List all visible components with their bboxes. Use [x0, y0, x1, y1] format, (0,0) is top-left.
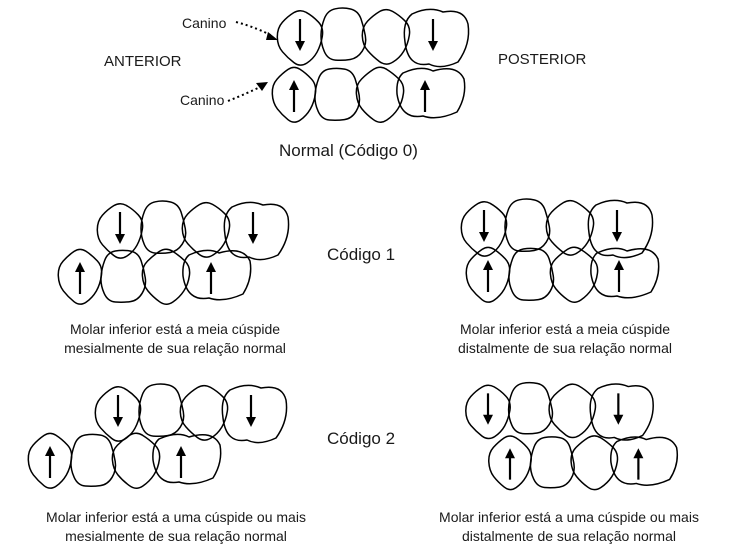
tooth: [179, 384, 229, 441]
code-2-distal-caption: Molar inferior está a uma cúspide ou mai…: [400, 508, 738, 546]
arrow-head: [75, 262, 85, 272]
lower-molar: [590, 247, 660, 299]
arrow-head: [505, 448, 515, 459]
upper-molar: [403, 8, 470, 68]
canine-label-lower: Canino: [180, 92, 225, 108]
tooth: [181, 201, 231, 258]
arrow-head: [248, 234, 258, 244]
tooth: [549, 246, 599, 303]
tooth: [314, 67, 361, 121]
tooth: [320, 7, 367, 62]
tooth: [276, 9, 324, 66]
code-1-distal-caption: Molar inferior está a meia cúspide dista…: [400, 320, 730, 358]
arrow-head: [614, 260, 624, 270]
lower-molar: [182, 249, 252, 301]
caption-line: distalmente de sua relação normal: [457, 340, 672, 356]
tooth: [141, 248, 191, 305]
lower-molar: [396, 67, 466, 119]
tooth: [465, 384, 511, 440]
tooth: [361, 8, 411, 65]
tooth: [507, 381, 554, 435]
upper-molar: [223, 201, 290, 261]
canine-pointer-lower-head: [256, 82, 268, 91]
code-1-label: Código 1: [327, 245, 396, 264]
tooth: [111, 432, 161, 489]
tooth: [508, 247, 555, 301]
caption-line: Molar inferior está a meia cúspide: [459, 321, 671, 337]
upper-molar: [589, 383, 654, 441]
tooth: [529, 436, 575, 489]
tooth: [545, 199, 595, 256]
posterior-label: POSTERIOR: [498, 51, 587, 68]
arrow-head: [428, 41, 438, 51]
canine-pointer-upper-head: [266, 32, 278, 40]
tooth: [140, 200, 187, 255]
caption-line: Molar inferior está a uma cúspide ou mai…: [46, 509, 306, 525]
arrow-head: [246, 417, 256, 427]
tooth: [570, 435, 619, 491]
canine-label-upper: Canino: [182, 15, 227, 31]
lower-molar: [610, 436, 679, 486]
lower-molar: [152, 433, 222, 485]
caption-line: mesialmente de sua relação normal: [64, 340, 286, 356]
arrow-head: [633, 448, 644, 459]
upper-molar: [587, 199, 654, 259]
arrow-head: [295, 41, 305, 51]
upper-molar: [221, 384, 288, 444]
caption-line: mesialmente de sua relação normal: [65, 528, 287, 544]
code-2-label: Código 2: [327, 429, 396, 448]
arrow-head: [613, 414, 624, 425]
arrow-head: [113, 417, 123, 427]
tooth: [100, 249, 147, 303]
caption-line: Molar inferior está a uma cúspide ou mai…: [439, 509, 699, 525]
caption-line: Molar inferior está a meia cúspide: [69, 321, 281, 337]
canine-pointer-lower: [227, 85, 263, 102]
tooth: [94, 385, 142, 442]
arrow-head: [206, 262, 216, 272]
arrow-head: [115, 234, 125, 244]
tooth: [70, 433, 117, 487]
tooth: [504, 198, 551, 253]
canine-pointer-upper: [235, 21, 273, 37]
arrow-head: [289, 80, 299, 90]
tooth: [355, 66, 405, 123]
tooth: [548, 383, 597, 439]
anterior-label: ANTERIOR: [104, 53, 182, 70]
arrow-head: [479, 232, 489, 242]
code-2-mesial-caption: Molar inferior está a uma cúspide ou mai…: [0, 508, 352, 546]
arrow-head: [420, 80, 430, 90]
arrow-head: [45, 446, 55, 456]
arrow-head: [176, 446, 186, 456]
tooth: [138, 383, 185, 438]
normal-caption: Normal (Código 0): [279, 141, 418, 160]
arrow-head: [612, 232, 622, 242]
arrow-head: [483, 260, 493, 270]
arrow-head: [483, 414, 493, 425]
caption-line: distalmente de sua relação normal: [461, 528, 676, 544]
tooth: [96, 202, 144, 259]
code-1-mesial-caption: Molar inferior está a meia cúspide mesia…: [10, 320, 340, 358]
